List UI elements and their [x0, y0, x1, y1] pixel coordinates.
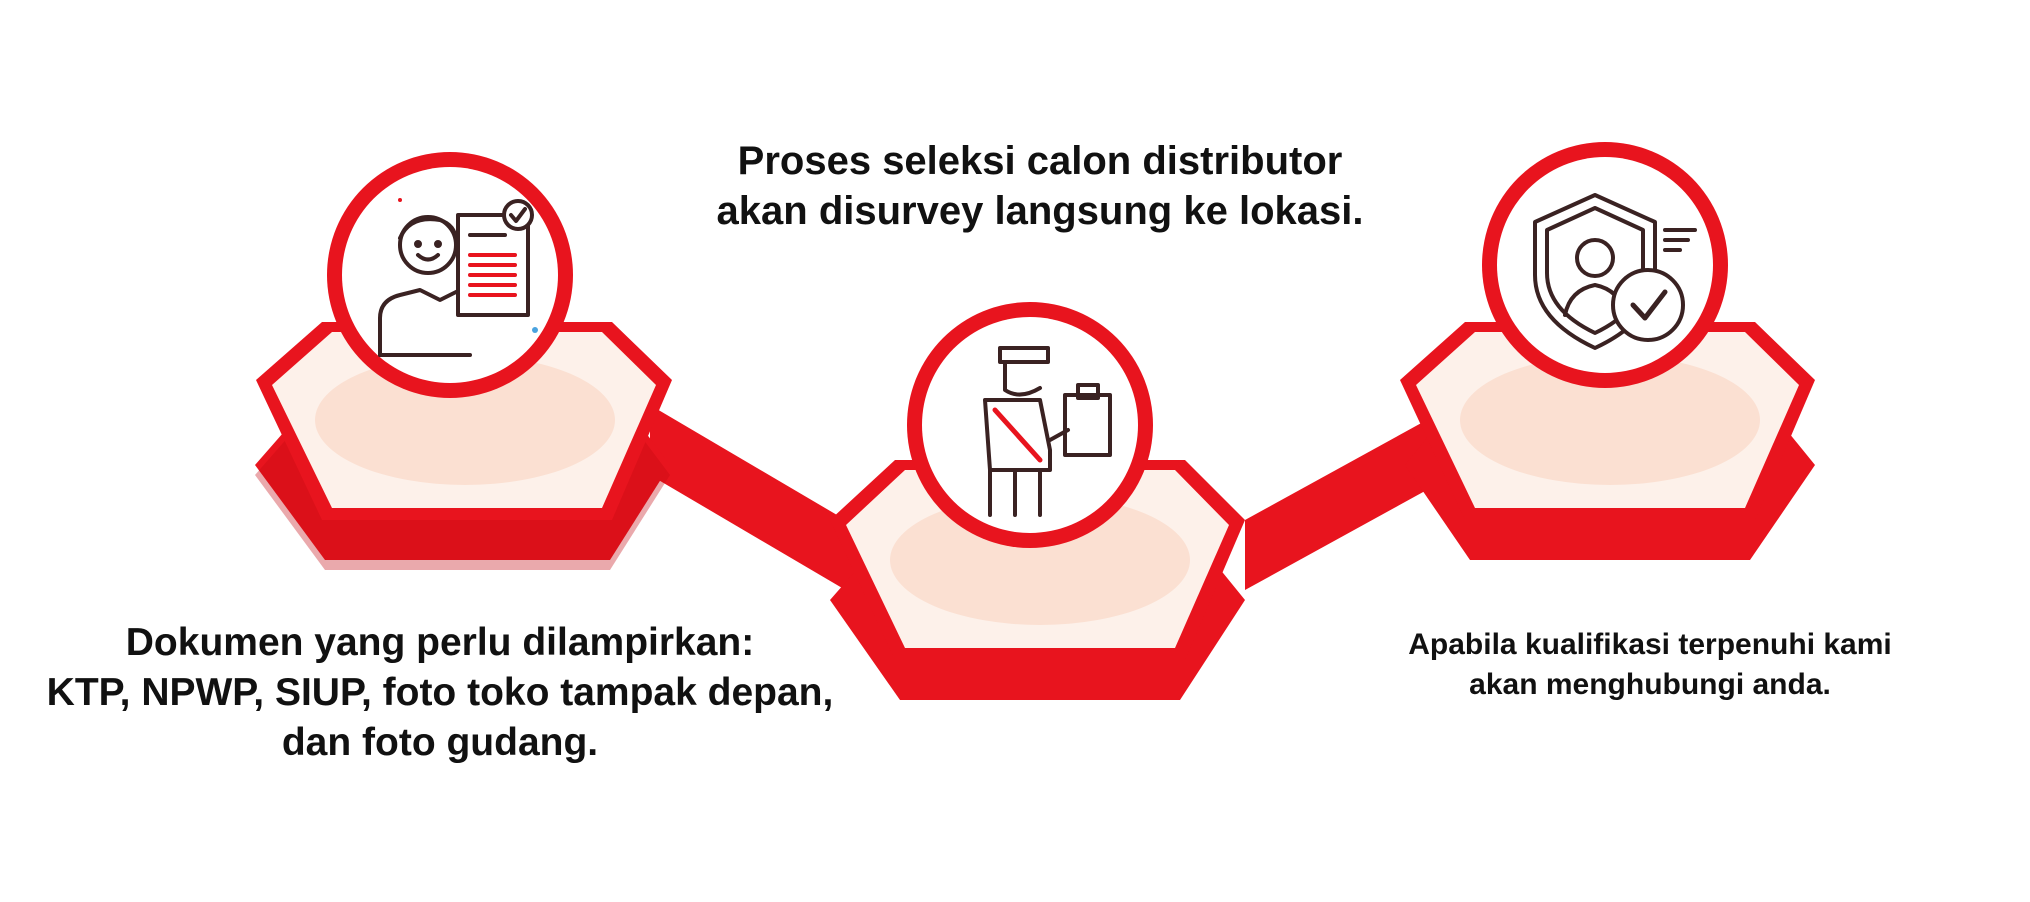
step-1-caption-line-2: KTP, NPWP, SIUP, foto toko tampak depan, [46, 671, 834, 714]
step-1-caption-line-3: dan foto gudang. [281, 721, 599, 764]
connector-1-2 [650, 405, 905, 625]
step-1-platform [255, 322, 672, 570]
step-3-caption-line-1: Apabila kualifikasi terpenuhi kami [1408, 628, 1892, 661]
step-2-caption: Proses seleksi calon distributor akan di… [690, 136, 1390, 236]
person-document-check-icon [378, 198, 538, 357]
step-1-circle [327, 152, 573, 398]
step-1-caption: Dokumen yang perlu dilampirkan: KTP, NPW… [40, 618, 840, 768]
shield-user-check-icon [1533, 193, 1697, 350]
step-3-platform [1400, 322, 1815, 560]
connector-2-3 [1245, 410, 1445, 590]
surveyor-clipboard-icon [983, 346, 1112, 517]
step-2-caption-line-2: akan disurvey langsung ke lokasi. [716, 189, 1364, 233]
step-3-circle [1482, 142, 1728, 388]
step-3-caption: Apabila kualifikasi terpenuhi kami akan … [1330, 625, 1970, 705]
step-2-caption-line-1: Proses seleksi calon distributor [737, 139, 1343, 183]
step-1-caption-line-1: Dokumen yang perlu dilampirkan: [125, 621, 755, 664]
step-3-caption-line-2: akan menghubungi anda. [1469, 668, 1831, 701]
step-2-circle [907, 302, 1153, 548]
step-2-platform [830, 460, 1245, 700]
